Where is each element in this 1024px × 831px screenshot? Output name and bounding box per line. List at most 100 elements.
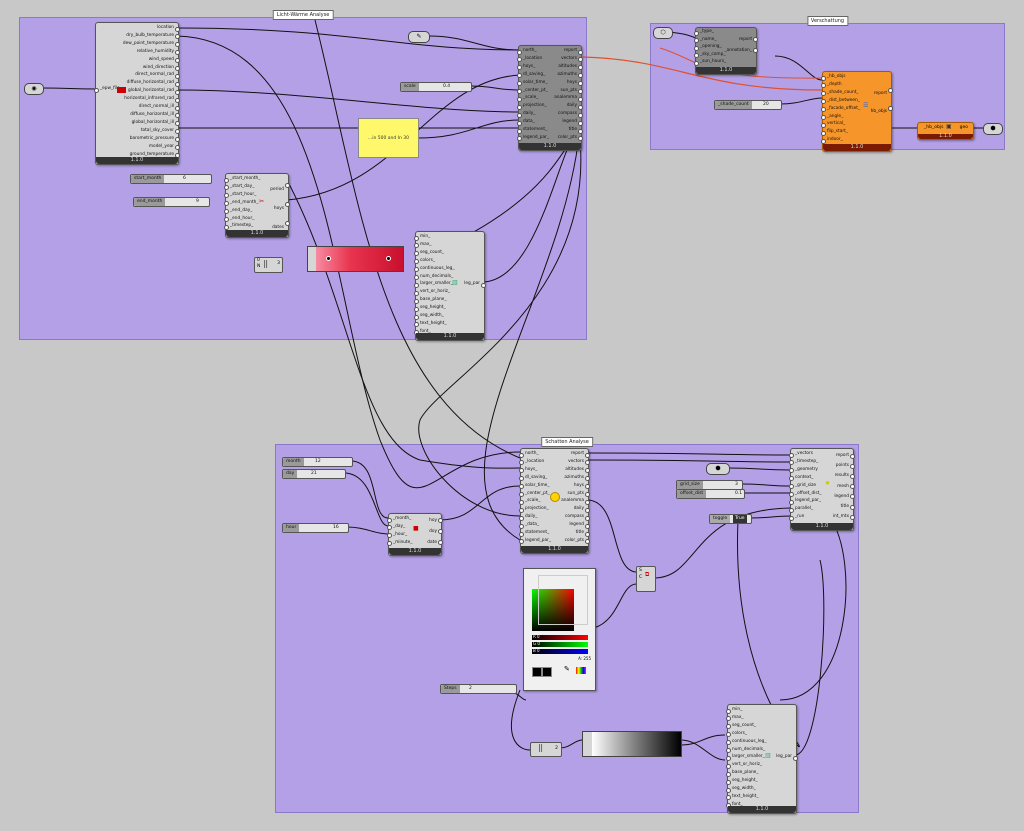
input[interactable]: north_ — [516, 47, 549, 55]
input[interactable]: _location — [518, 458, 551, 466]
input[interactable]: _scale_ — [518, 497, 551, 505]
output[interactable]: title — [554, 126, 583, 134]
output[interactable]: doy — [427, 526, 443, 537]
input[interactable]: _timestep_ — [223, 222, 260, 230]
direct-sun-hours-component[interactable]: _vectors _timestep_ _geometry context_ _… — [788, 448, 856, 531]
input[interactable]: continuous_leg_ — [414, 265, 455, 273]
output[interactable]: leg_par — [776, 754, 798, 761]
geometry-param[interactable]: ⬢ — [983, 123, 1003, 135]
input[interactable]: seg_width_ — [414, 312, 455, 320]
output[interactable]: total_sky_cover — [123, 127, 181, 135]
day-slider[interactable]: day 21 — [282, 469, 346, 479]
input[interactable]: legend_par_ — [516, 134, 550, 142]
input[interactable]: _angle_ — [820, 113, 860, 121]
input[interactable]: _run — [788, 513, 821, 521]
output[interactable]: results — [833, 471, 856, 481]
output[interactable]: location — [123, 24, 181, 32]
input[interactable]: _sky_comp_ — [693, 51, 726, 58]
sunpath-component-2[interactable]: north_ _location hoys_ dl_saving_ solar_… — [518, 448, 590, 554]
input[interactable]: vert_or_horiz_ — [726, 761, 767, 769]
output[interactable]: sun_pts — [561, 490, 590, 498]
output[interactable]: dates — [270, 218, 290, 237]
output[interactable]: color_pts — [561, 537, 590, 545]
pen-param[interactable]: ✎ — [408, 31, 430, 43]
output[interactable]: diffuse_horizontal_rad — [123, 79, 181, 87]
gradient-handle[interactable] — [326, 256, 331, 261]
output[interactable]: S — [639, 568, 642, 573]
input[interactable]: _location — [516, 55, 549, 63]
output[interactable]: title — [833, 502, 856, 512]
input[interactable]: seg_height_ — [414, 304, 455, 312]
eyedropper-icon[interactable]: ✎ — [564, 665, 570, 673]
input[interactable]: colors_ — [414, 257, 455, 265]
green-channel[interactable] — [532, 642, 588, 647]
legend-parameters-component-2[interactable]: min_ max_ seg_count_ colors_ continuous_… — [726, 704, 798, 814]
output[interactable]: period — [270, 180, 290, 199]
output[interactable]: compass — [561, 513, 590, 521]
input[interactable]: projection_ — [518, 505, 551, 513]
input[interactable]: seg_width_ — [726, 785, 767, 793]
input[interactable]: _center_pt_ — [516, 87, 548, 94]
geometry-param[interactable]: ⬢ — [706, 463, 730, 475]
analysis-period-component[interactable]: _start_month_ _start_day_ _start_hour_ _… — [223, 173, 290, 238]
text-panel[interactable]: ...in 500 and In 30 — [358, 118, 419, 158]
blue-channel[interactable] — [532, 649, 588, 654]
input[interactable]: _type_ — [693, 28, 726, 36]
input[interactable]: _dist_between_ — [820, 97, 860, 105]
gradient-component-2[interactable] — [582, 731, 682, 757]
red-channel[interactable] — [532, 635, 588, 640]
input[interactable]: _start_month_ — [223, 176, 261, 183]
palette-icon[interactable] — [576, 667, 586, 674]
input[interactable]: _vectors — [788, 450, 821, 458]
input[interactable]: daily_ — [518, 513, 551, 521]
input[interactable]: indoor_ — [820, 136, 860, 144]
input[interactable]: vertical_ — [820, 120, 860, 128]
legend-parameters-component[interactable]: min_ max_ seg_count_ colors_ continuous_… — [414, 231, 486, 341]
output[interactable]: _annotation_ — [724, 45, 758, 56]
output[interactable]: altitudes — [561, 466, 590, 474]
output[interactable]: analemma — [561, 498, 590, 505]
input[interactable]: _center_pt_ — [518, 490, 550, 497]
input[interactable]: _name_ — [693, 36, 726, 44]
input[interactable]: dl_saving_ — [516, 71, 549, 79]
input[interactable]: _hb_objs — [820, 73, 860, 81]
input[interactable]: _end_month_ — [223, 199, 259, 207]
output[interactable]: diffuse_horizontal_ill — [123, 111, 181, 119]
hb-visualize-component[interactable]: _hb_objs geo ▣ 1.1.0 — [917, 122, 974, 140]
input[interactable]: _timestep_ — [788, 458, 821, 466]
boolean-toggle[interactable]: toggle True — [709, 514, 752, 524]
scale-slider[interactable]: scale 0.4 — [400, 82, 472, 92]
input-epw-file[interactable]: _epw_file — [94, 86, 120, 93]
input[interactable]: max_ — [726, 714, 767, 722]
output[interactable]: direct_normal_rad — [123, 71, 181, 79]
input[interactable]: statement_ — [518, 530, 550, 537]
output[interactable]: model_year — [123, 143, 181, 151]
output[interactable]: dew_point_temperature — [122, 40, 181, 48]
louvers-by-count-component[interactable]: _hb_objs _depth _shade_count_ _dist_betw… — [820, 71, 894, 152]
output[interactable]: global_horizontal_rad — [123, 87, 181, 95]
colour-picker[interactable]: R 0 G 0 B 0 A: 255 ✎ — [523, 568, 596, 691]
input[interactable]: _sun_hours_ — [693, 59, 727, 66]
shade-count-slider[interactable]: _shade_count 20 — [714, 100, 782, 110]
input[interactable]: flip_start_ — [820, 128, 860, 136]
input[interactable]: legend_par_ — [518, 537, 552, 545]
input[interactable]: seg_count_ — [726, 722, 767, 730]
input[interactable]: daily_ — [516, 110, 549, 118]
input[interactable]: projection_ — [516, 102, 549, 110]
input[interactable]: _offset_dist_ — [788, 490, 822, 497]
offset-dist-slider[interactable]: offset_dist 0.1 — [676, 489, 745, 499]
output[interactable]: direct_normal_ill — [123, 103, 181, 111]
input[interactable]: data_ — [516, 118, 549, 126]
input[interactable]: larger_smaller_ — [726, 754, 765, 761]
input[interactable]: num_decimals_ — [726, 746, 766, 753]
output[interactable]: legend — [833, 492, 856, 502]
output[interactable]: analemma — [554, 95, 583, 102]
input[interactable]: _day_ — [386, 523, 412, 531]
output[interactable]: hoys — [554, 79, 583, 87]
input[interactable]: _start_hour_ — [223, 191, 260, 199]
value-list-2[interactable]: ⣿ 2 — [530, 742, 562, 757]
output[interactable]: legend — [561, 521, 590, 529]
input[interactable]: parallel_ — [788, 505, 821, 513]
output[interactable]: hoys — [270, 199, 290, 218]
output[interactable]: azimuths — [554, 71, 583, 79]
